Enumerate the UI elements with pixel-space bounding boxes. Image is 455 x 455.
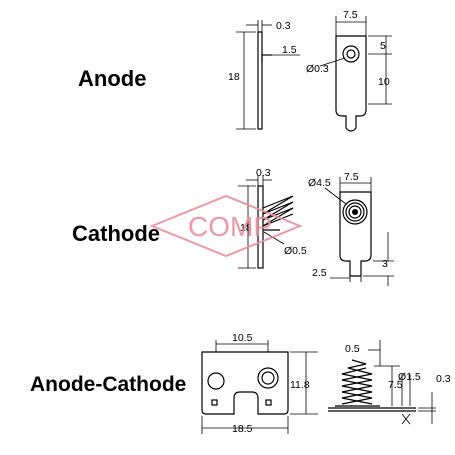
anode-thickness-dim: 0.3: [276, 20, 291, 32]
anode-cathode-hole-dim: Ø1.5: [398, 371, 421, 383]
anode-tab-dim: 1.5: [282, 44, 297, 56]
anode-cathode-spring-height-dim: 7.5: [388, 379, 403, 391]
anode-width-dim: 7.5: [343, 9, 358, 21]
anode-height-dim: 18: [228, 71, 240, 83]
cathode-group: Cathode 0.3 18 Ø0.5: [72, 167, 394, 286]
anode-cathode-group: Anode-Cathode 10.5 11.8 18.5: [30, 332, 451, 435]
anode-cathode-front-dims: 10.5 11.8 18.5: [201, 332, 318, 435]
cathode-hole-dim: Ø0.5: [284, 245, 307, 257]
anode-cathode-side-view: [328, 359, 416, 412]
anode-cathode-pitch-dim: 10.5: [232, 332, 253, 344]
cathode-spring-dim: Ø4.5: [308, 177, 331, 189]
watermark: COMP: [149, 194, 303, 258]
cathode-side-dims: 0.3 18 Ø0.5: [238, 167, 307, 269]
anode-cathode-height-dim: 11.8: [290, 379, 310, 391]
cathode-label: Cathode: [72, 221, 160, 246]
anode-cathode-side-dims: 0.5 7.5 Ø1.5 0.3: [345, 340, 451, 425]
anode-side-view: [257, 31, 272, 130]
cathode-thickness-dim: 0.3: [256, 167, 271, 179]
anode-cathode-front-view: [201, 351, 289, 415]
cathode-tab-width-dim: 2.5: [312, 267, 327, 279]
watermark-text: COMP: [188, 211, 272, 242]
anode-side-dims: 0.3 1.5 18: [228, 20, 300, 130]
anode-cathode-width-dim: 18.5: [232, 423, 253, 435]
anode-top-dim: 5: [380, 40, 386, 52]
anode-cathode-thickness-dim: 0.3: [436, 373, 451, 385]
anode-front-view: [335, 35, 367, 132]
anode-group: Anode 0.3 1.5 18: [78, 9, 392, 132]
cathode-front-dims: 7.5 Ø4.5 3 2.5: [308, 171, 394, 286]
cathode-tab-height-dim: 3: [382, 258, 388, 270]
anode-hole-dim: Ø0.3: [306, 63, 329, 75]
cathode-height-dim: 18: [240, 222, 252, 234]
cathode-width-dim: 7.5: [344, 171, 359, 183]
anode-label: Anode: [78, 66, 146, 91]
anode-lower-dim: 10: [378, 76, 390, 88]
cathode-front-view: [339, 191, 372, 277]
anode-cathode-label: Anode-Cathode: [30, 373, 186, 396]
anode-front-dims: 7.5 5 10 Ø0.3: [306, 9, 392, 105]
anode-cathode-gap-dim: 0.5: [345, 343, 360, 355]
